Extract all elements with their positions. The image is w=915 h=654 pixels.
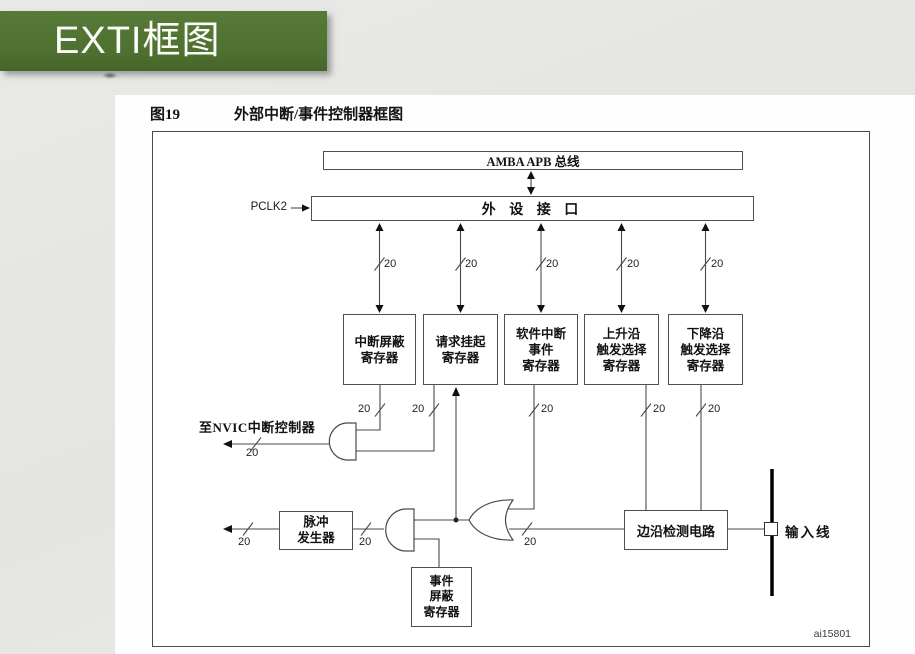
- register-label-line: 软件中断: [515, 326, 566, 341]
- pulse-generator-label-line: 发生器: [297, 530, 335, 545]
- register-label-line: 寄存器: [522, 358, 560, 373]
- or-gate: [468, 499, 515, 541]
- figure-number: 图19: [150, 107, 181, 123]
- bus-width-label: 20: [465, 258, 478, 270]
- peripheral-interface-label: 外 设 接 口: [481, 202, 584, 218]
- bus-width-label: 20: [546, 258, 559, 270]
- bus-width-label: 20: [627, 258, 640, 270]
- document-page: 图19 外部中断/事件控制器框图: [115, 95, 915, 654]
- software-interrupt-event-register-box: 软件中断 事件 寄存器: [504, 314, 578, 385]
- input-line-label: 输入线: [785, 525, 832, 540]
- bus-width-label: 20: [358, 403, 371, 415]
- peripheral-interface-box: 外 设 接 口: [311, 196, 754, 221]
- edge-detect-circuit-box: 边沿检测电路: [624, 510, 728, 550]
- pclk2-label: PCLK2: [250, 201, 287, 213]
- register-label-line: 寄存器: [441, 350, 480, 365]
- register-label-line: 触发选择: [596, 342, 647, 357]
- register-label-line: 寄存器: [686, 358, 725, 373]
- swier-to-or: [507, 385, 535, 510]
- register-label-line: 下降沿: [686, 326, 725, 341]
- input-pin-square: [764, 522, 778, 536]
- bus-width-label: 20: [359, 536, 372, 548]
- bus-width-label: 20: [384, 258, 397, 270]
- pulse-generator-box: 脉冲 发生器: [279, 511, 353, 550]
- bus-width-label: 20: [238, 536, 251, 548]
- mask-reg-to-and: [356, 385, 381, 431]
- event-mask-label-line: 事件: [429, 573, 454, 588]
- register-label-line: 事件: [528, 342, 554, 357]
- event-and-gate: [385, 508, 415, 552]
- falling-edge-trigger-select-register-box: 下降沿 触发选择 寄存器: [668, 314, 743, 385]
- pending-request-register-box: 请求挂起 寄存器: [423, 314, 498, 385]
- event-mask-label-line: 寄存器: [423, 604, 460, 619]
- nvic-and-gate: [328, 422, 357, 461]
- event-mask-to-and: [414, 538, 440, 567]
- smudge-artifact: [102, 72, 118, 79]
- edge-detect-label: 边沿检测电路: [636, 523, 715, 539]
- diagram-wires: [223, 171, 774, 596]
- junction-dot: [453, 517, 459, 523]
- bus-width-label: 20: [246, 447, 259, 459]
- register-label-line: 寄存器: [602, 358, 641, 373]
- bus-width-label: 20: [524, 536, 537, 548]
- rising-edge-trigger-select-register-box: 上升沿 触发选择 寄存器: [584, 314, 659, 385]
- bus-width-label: 20: [711, 258, 724, 270]
- bus-width-label: 20: [412, 403, 425, 415]
- slide-title: EXTI框图: [54, 20, 221, 62]
- figure-watermark: ai15801: [813, 628, 851, 640]
- slide-title-banner: EXTI框图: [0, 11, 327, 71]
- interrupt-mask-register-box: 中断屏蔽 寄存器: [343, 314, 416, 385]
- register-label-line: 请求挂起: [435, 334, 486, 349]
- bus-slash-marks: [242, 257, 711, 536]
- register-label-line: 上升沿: [602, 326, 641, 341]
- event-mask-register-box: 事件 屏蔽 寄存器: [411, 567, 472, 627]
- bus-width-label: 20: [653, 403, 666, 415]
- figure-caption: 图19 外部中断/事件控制器框图: [150, 103, 403, 124]
- exti-block-diagram: AMBA APB 总线 外 设 接 口 PCLK2 中断屏蔽 寄存器 请求挂起 …: [152, 131, 870, 647]
- event-mask-label-line: 屏蔽: [429, 589, 454, 604]
- register-label-line: 触发选择: [680, 342, 731, 357]
- pending-reg-to-and: [356, 385, 435, 452]
- bus-width-label: 20: [541, 403, 554, 415]
- register-label-line: 中断屏蔽: [354, 334, 405, 349]
- figure-title: 外部中断/事件控制器框图: [234, 107, 404, 123]
- register-label-line: 寄存器: [360, 350, 399, 365]
- amba-apb-bus-label: AMBA APB 总线: [486, 155, 580, 169]
- arrowheads: [223, 171, 710, 533]
- amba-apb-bus-box: AMBA APB 总线: [323, 151, 743, 170]
- bus-width-label: 20: [708, 403, 721, 415]
- pulse-generator-label-line: 脉冲: [303, 514, 329, 529]
- nvic-output-label: 至NVIC中断控制器: [199, 420, 316, 435]
